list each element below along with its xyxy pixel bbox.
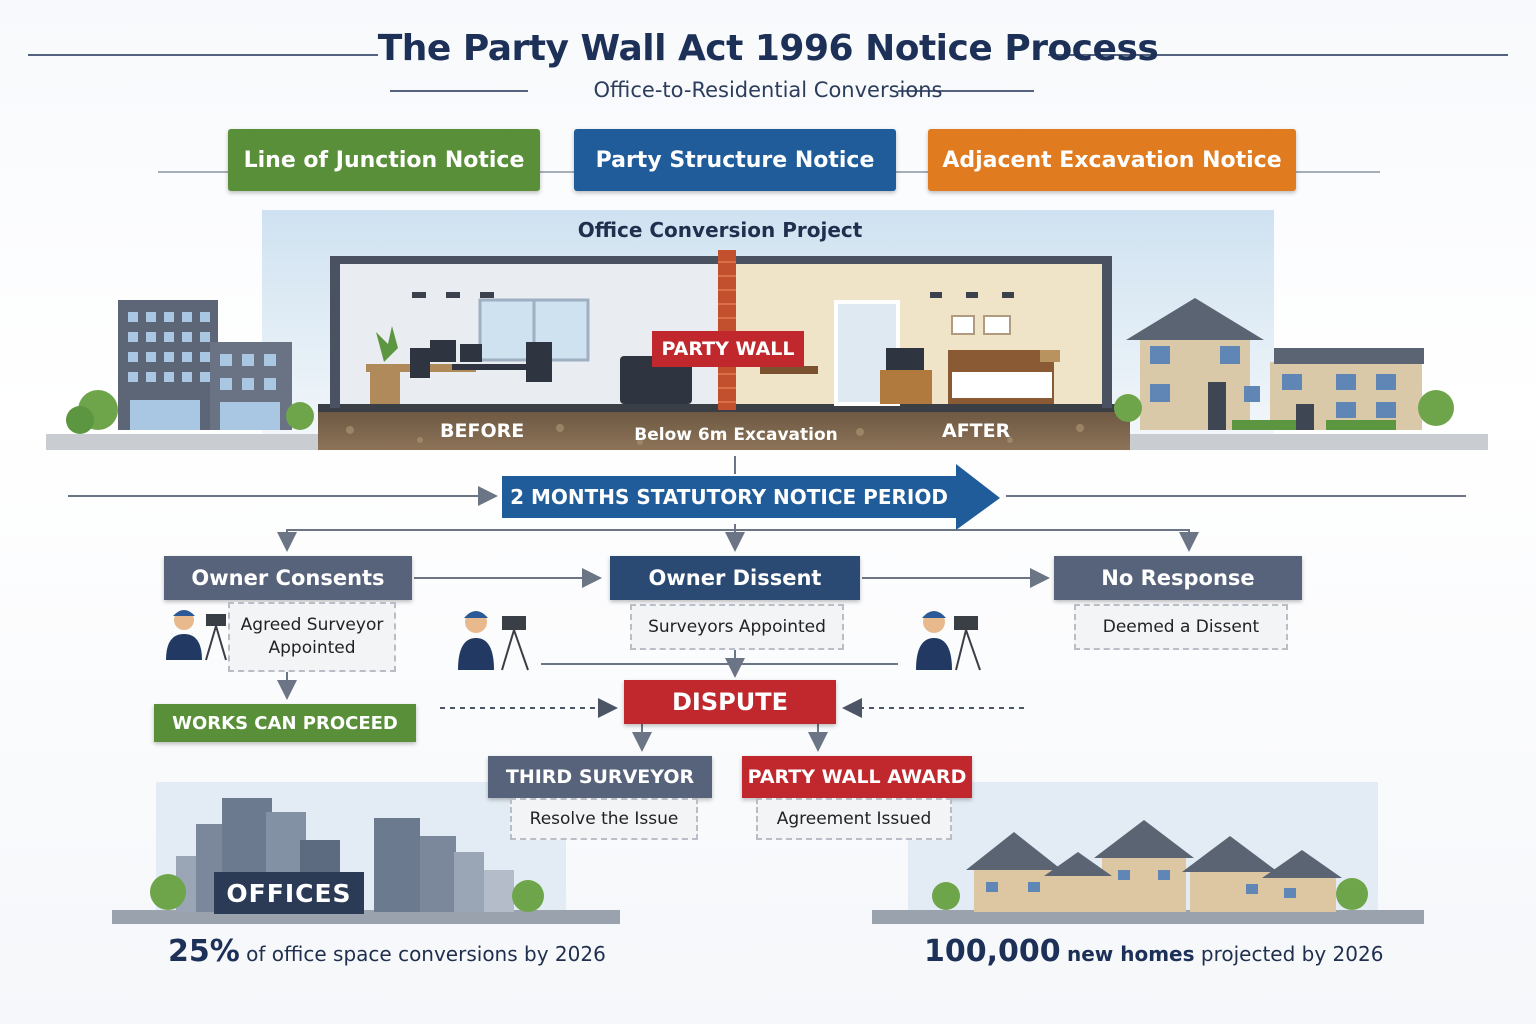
outcome-label: DISPUTE [672, 688, 788, 716]
offices-label: OFFICES [226, 878, 352, 908]
response-label: No Response [1101, 566, 1255, 590]
stat-bold-text: new homes [1067, 942, 1195, 966]
line-of-junction-notice: Line of Junction Notice [228, 129, 540, 191]
owner-dissent-box: Owner Dissent [610, 556, 860, 600]
surveyor-icon-3 [916, 611, 981, 671]
agreed-surveyor-note: Agreed Surveyor Appointed [228, 602, 396, 672]
new-homes-stat: 100,000 new homes projected by 2026 [924, 934, 1383, 969]
party-structure-notice: Party Structure Notice [574, 129, 896, 191]
works-can-proceed-box: WORKS CAN PROCEED [154, 704, 416, 742]
party-wall-label: PARTY WALL [652, 331, 804, 367]
after-label: AFTER [942, 420, 1011, 442]
response-label: Owner Dissent [648, 566, 822, 590]
agreement-issued-note: Agreement Issued [756, 798, 952, 840]
response-label: Owner Consents [191, 566, 385, 590]
outcome-label: WORKS CAN PROCEED [172, 712, 398, 734]
notice-period-arrow [502, 464, 1000, 530]
party-wall-award-box: PARTY WALL AWARD [742, 756, 972, 798]
stat-value: 25% [168, 934, 240, 969]
office-conversion-stat: 25% of office space conversions by 2026 [168, 934, 606, 969]
outcome-label: PARTY WALL AWARD [747, 766, 967, 788]
project-scene [46, 210, 1488, 450]
owner-consents-box: Owner Consents [164, 556, 412, 600]
notice-label: Line of Junction Notice [243, 147, 525, 173]
outcome-label: THIRD SURVEYOR [505, 766, 695, 788]
page-title: The Party Wall Act 1996 Notice Process [377, 28, 1159, 69]
no-response-box: No Response [1054, 556, 1302, 600]
excavation-label: Below 6m Excavation [634, 425, 838, 445]
office-building-left [66, 300, 314, 434]
notice-label: Party Structure Notice [595, 147, 875, 173]
resolve-issue-note: Resolve the Issue [510, 798, 698, 840]
notice-period-label: 2 MONTHS STATUTORY NOTICE PERIOD [510, 485, 948, 509]
third-surveyor-box: THIRD SURVEYOR [488, 756, 712, 798]
stat-text: of office space conversions by 2026 [246, 942, 606, 966]
project-heading: Office Conversion Project [577, 218, 863, 242]
adjacent-excavation-notice: Adjacent Excavation Notice [928, 129, 1296, 191]
stat-text: projected by 2026 [1200, 942, 1384, 966]
surveyor-icon-2 [458, 611, 529, 671]
surveyor-icon-1 [166, 610, 227, 661]
offices-cityscape [112, 782, 620, 924]
flow-connectors [68, 456, 1466, 752]
conversion-building [330, 250, 1112, 410]
deemed-dissent-note: Deemed a Dissent [1074, 604, 1288, 650]
page-subtitle: Office-to-Residential Conversions [593, 78, 943, 102]
notice-label: Adjacent Excavation Notice [942, 147, 1282, 173]
title-decoration [28, 54, 1508, 92]
homes-cityscape [872, 782, 1424, 924]
houses-right [1114, 298, 1454, 430]
surveyors-appointed-note: Surveyors Appointed [630, 604, 844, 650]
stat-value: 100,000 [924, 934, 1061, 969]
before-label: BEFORE [440, 420, 525, 442]
dispute-box: DISPUTE [624, 680, 836, 724]
